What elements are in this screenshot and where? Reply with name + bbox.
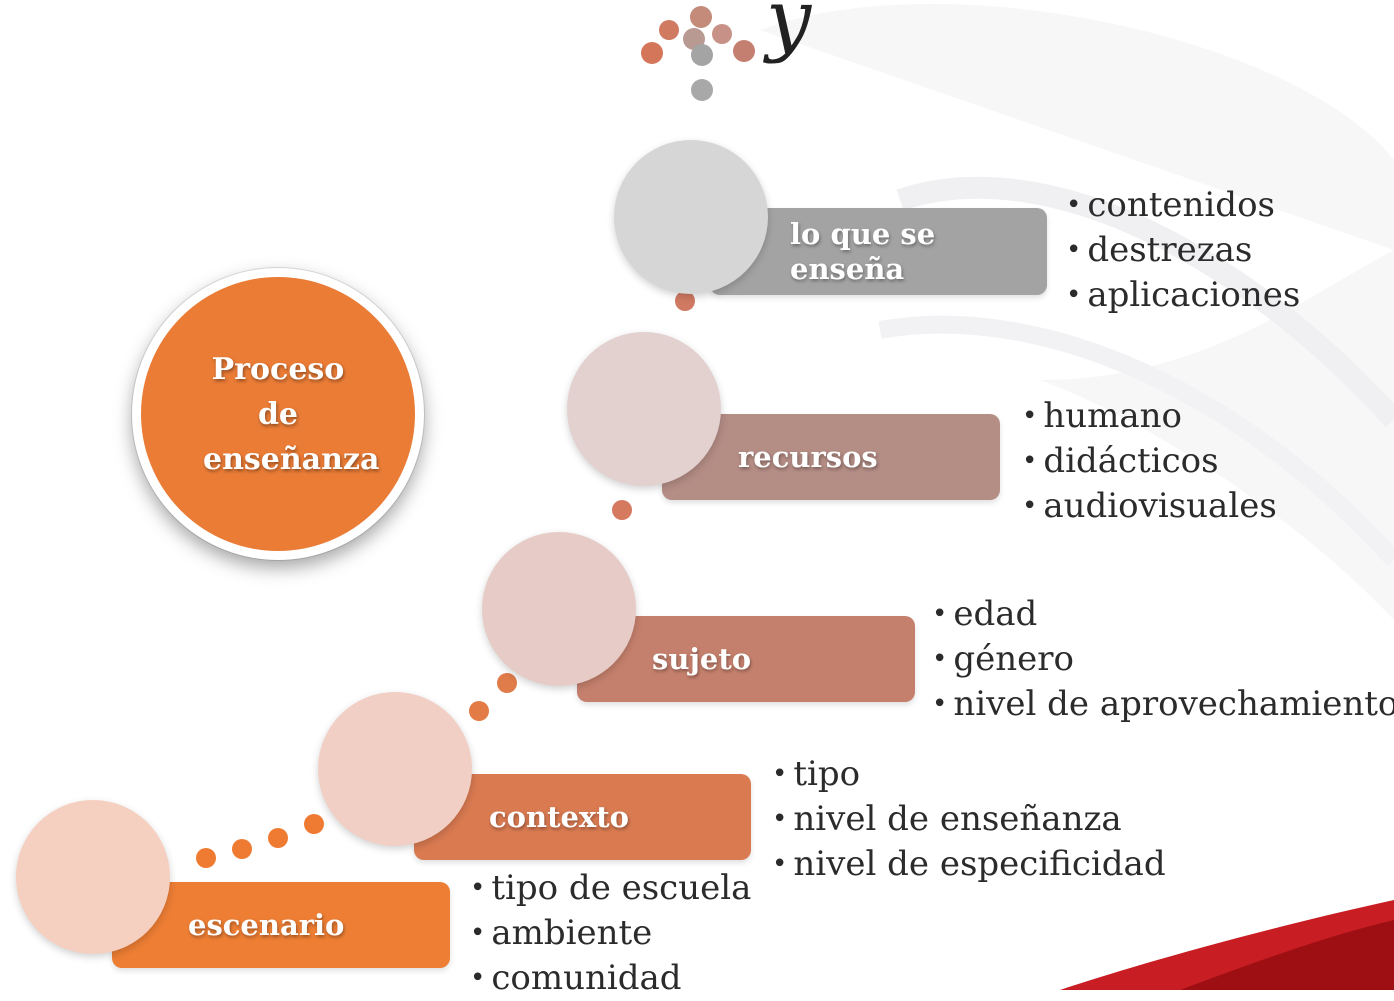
bullet-list-lo-que-se-ensena: contenidos destrezas aplicaciones: [1066, 183, 1300, 318]
connector-dot: [497, 673, 517, 693]
step-circle-escenario: [16, 800, 170, 954]
list-item: aplicaciones: [1066, 273, 1300, 318]
decor-dot: [691, 44, 713, 66]
step-box-escenario: escenario: [112, 882, 450, 968]
main-circle: Proceso de enseñanza: [132, 268, 424, 560]
step-label: contexto: [489, 799, 629, 834]
list-item: tipo de escuela: [470, 866, 751, 911]
decor-dot: [691, 79, 713, 101]
list-item: destrezas: [1066, 228, 1300, 273]
decor-dot: [659, 20, 679, 40]
decor-dot: [690, 6, 712, 28]
step-box-sujeto: sujeto: [577, 616, 915, 702]
connector-dot: [196, 848, 216, 868]
list-item: nivel de aprovechamiento: [932, 682, 1394, 727]
main-circle-label: Proceso de enseñanza: [203, 351, 380, 477]
list-item: género: [932, 637, 1394, 682]
connector-dot: [304, 814, 324, 834]
bullet-list-recursos: humano didácticos audiovisuales: [1022, 394, 1277, 529]
step-label: escenario: [188, 907, 345, 942]
list-item: comunidad: [470, 956, 751, 1001]
list-item: didácticos: [1022, 439, 1277, 484]
list-item: nivel de especificidad: [772, 842, 1165, 887]
title-fragment: y: [766, 0, 812, 65]
step-box-lo-que-se-ensena: lo que se enseña: [710, 208, 1047, 295]
step-box-contexto: contexto: [414, 774, 751, 860]
list-item: audiovisuales: [1022, 484, 1276, 529]
step-label: recursos: [738, 439, 878, 474]
connector-dot: [612, 500, 632, 520]
bullet-list-sujeto: edad género nivel de aprovechamiento: [932, 592, 1394, 727]
step-circle-recursos: [567, 332, 721, 486]
list-item: ambiente: [470, 911, 751, 956]
list-item: edad: [932, 592, 1394, 637]
step-circle-lo-que-se-ensena: [614, 140, 768, 294]
connector-dot: [675, 291, 695, 311]
list-item: nivel de enseñanza: [772, 797, 1166, 842]
connector-dot: [232, 839, 252, 859]
list-item: tipo: [772, 752, 1166, 797]
list-item: contenidos: [1066, 183, 1300, 228]
decor-dot: [712, 24, 732, 44]
connector-dot: [469, 701, 489, 721]
bullet-list-contexto: tipo nivel de enseñanza nivel de especif…: [772, 752, 1166, 887]
decor-dot: [733, 40, 755, 62]
bullet-list-escenario: tipo de escuela ambiente comunidad: [470, 866, 751, 1001]
step-label: sujeto: [652, 641, 752, 676]
decor-dot: [641, 42, 663, 64]
connector-dot: [268, 828, 288, 848]
step-circle-sujeto: [482, 532, 636, 686]
step-label: lo que se enseña: [790, 216, 936, 286]
step-circle-contexto: [318, 692, 472, 846]
list-item: humano: [1022, 394, 1277, 439]
